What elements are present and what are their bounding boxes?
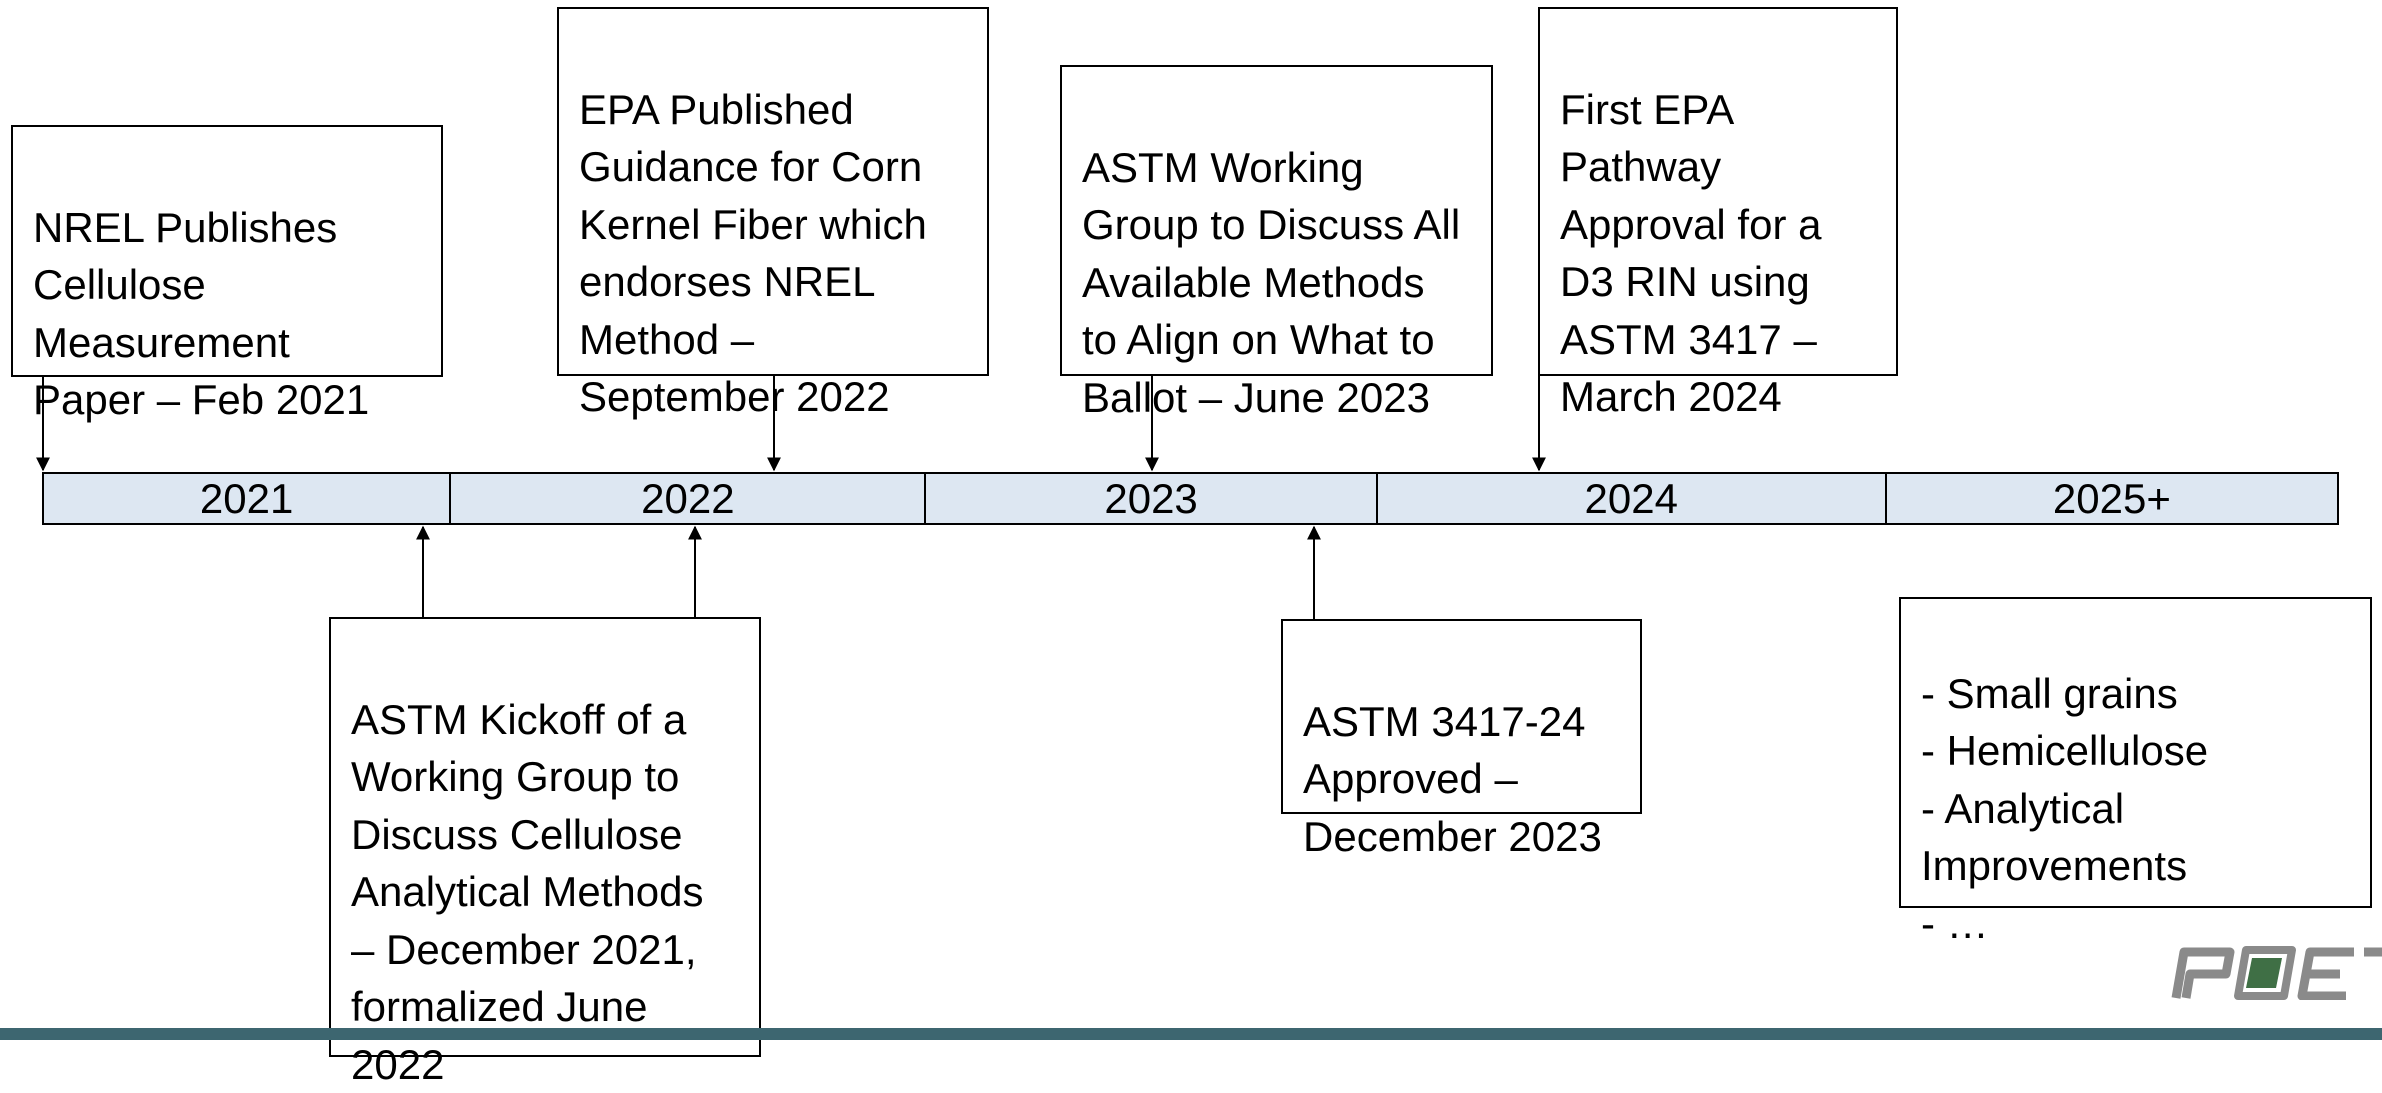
event-epa-guidance: EPA Published Guidance for Corn Kernel F… [557,7,989,420]
footer-bar [0,1028,2382,1040]
event-epa-pathway: First EPA Pathway Approval for a D3 RIN … [1538,7,1898,420]
event-astm-approved: ASTM 3417-24 Approved – December 2023 [1281,619,1642,860]
year-2021: 2021 [44,474,452,523]
year-2025-plus: 2025+ [2052,474,2171,522]
event-nrel-paper: NREL Publishes Cellulose Measurement Pap… [11,125,443,423]
event-astm-kickoff-text: ASTM Kickoff of a Working Group to Discu… [351,695,704,1088]
poet-logo [2171,946,2382,1000]
year-2022: 2022 [451,474,927,523]
event-astm-kickoff: ASTM Kickoff of a Working Group to Discu… [329,617,761,1088]
future-topics: - Small grains - Hemicellulose - Analyti… [1899,597,2372,947]
year-2023: 2023 [926,474,1378,523]
connector-arrows [36,376,1546,619]
future-topics-text: - Small grains - Hemicellulose - Analyti… [1921,669,2209,947]
year-2024: 2024 [1378,474,1887,523]
event-astm-approved-text: ASTM 3417-24 Approved – December 2023 [1303,697,1602,860]
event-astm-working-group: ASTM Working Group to Discuss All Availa… [1060,65,1493,421]
event-epa-guidance-text: EPA Published Guidance for Corn Kernel F… [579,85,927,421]
event-astm-working-group-text: ASTM Working Group to Discuss All Availa… [1082,143,1461,421]
timeline-bar: 2021 2022 2023 2024 2025+ [42,472,2339,525]
event-epa-pathway-text: First EPA Pathway Approval for a D3 RIN … [1560,85,1822,421]
event-nrel-paper-text: NREL Publishes Cellulose Measurement Pap… [33,203,370,424]
